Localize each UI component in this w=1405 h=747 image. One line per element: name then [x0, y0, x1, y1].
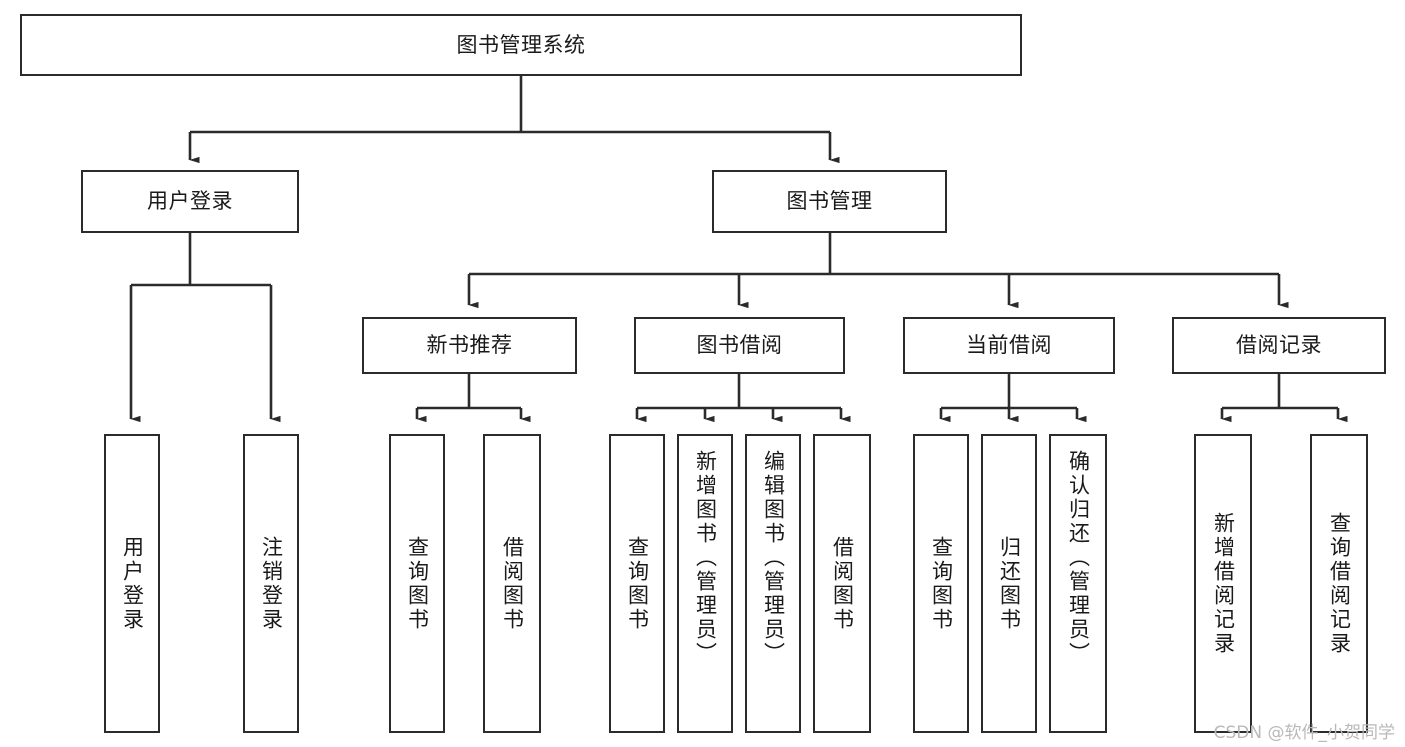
node-leaf-user-login[interactable]: 用户登录	[104, 434, 160, 733]
node-leaf-confirm-return-label: 确认归还（管理员）	[1066, 450, 1091, 666]
node-leaf-logout-label: 注销登录	[259, 535, 284, 632]
node-leaf-borrow-book-2[interactable]: 借阅图书	[813, 434, 871, 733]
node-borrow-record-label: 借阅记录	[1236, 333, 1322, 358]
node-leaf-query-book-1-label: 查询图书	[405, 535, 430, 632]
node-current-borrow[interactable]: 当前借阅	[903, 317, 1115, 374]
node-new-book-rec[interactable]: 新书推荐	[362, 317, 577, 374]
node-book-manage-label: 图书管理	[786, 189, 873, 214]
node-leaf-edit-book-label: 编辑图书（管理员）	[761, 450, 786, 666]
node-leaf-add-book-label: 新增图书（管理员）	[693, 450, 718, 666]
node-leaf-return-book-label: 归还图书	[997, 535, 1022, 632]
node-root[interactable]: 图书管理系统	[20, 14, 1022, 76]
node-borrow-record[interactable]: 借阅记录	[1172, 317, 1386, 374]
node-leaf-add-record[interactable]: 新增借阅记录	[1194, 434, 1252, 733]
node-leaf-add-book[interactable]: 新增图书（管理员）	[677, 434, 733, 733]
node-leaf-confirm-return[interactable]: 确认归还（管理员）	[1049, 434, 1107, 733]
node-book-borrow-label: 图书借阅	[696, 333, 783, 358]
node-new-book-rec-label: 新书推荐	[426, 333, 513, 358]
node-leaf-borrow-book-1[interactable]: 借阅图书	[483, 434, 541, 733]
node-user-login[interactable]: 用户登录	[81, 170, 299, 233]
node-leaf-user-login-label: 用户登录	[120, 535, 145, 632]
node-leaf-add-record-label: 新增借阅记录	[1211, 511, 1236, 656]
node-leaf-borrow-book-1-label: 借阅图书	[500, 535, 525, 632]
node-leaf-borrow-book-2-label: 借阅图书	[830, 535, 855, 632]
node-root-label: 图书管理系统	[456, 32, 586, 57]
node-leaf-query-record-label: 查询借阅记录	[1327, 511, 1352, 656]
node-leaf-query-record[interactable]: 查询借阅记录	[1310, 434, 1368, 733]
node-leaf-query-book-3[interactable]: 查询图书	[913, 434, 969, 733]
node-leaf-logout[interactable]: 注销登录	[243, 434, 299, 733]
node-book-borrow[interactable]: 图书借阅	[634, 317, 845, 374]
node-leaf-query-book-1[interactable]: 查询图书	[389, 434, 445, 733]
node-leaf-query-book-2[interactable]: 查询图书	[609, 434, 665, 733]
node-leaf-query-book-2-label: 查询图书	[625, 535, 650, 632]
node-leaf-return-book[interactable]: 归还图书	[981, 434, 1037, 733]
node-current-borrow-label: 当前借阅	[966, 333, 1052, 358]
node-book-manage[interactable]: 图书管理	[712, 170, 947, 233]
node-user-login-label: 用户登录	[147, 189, 233, 214]
node-leaf-query-book-3-label: 查询图书	[929, 535, 954, 632]
node-leaf-edit-book[interactable]: 编辑图书（管理员）	[745, 434, 801, 733]
